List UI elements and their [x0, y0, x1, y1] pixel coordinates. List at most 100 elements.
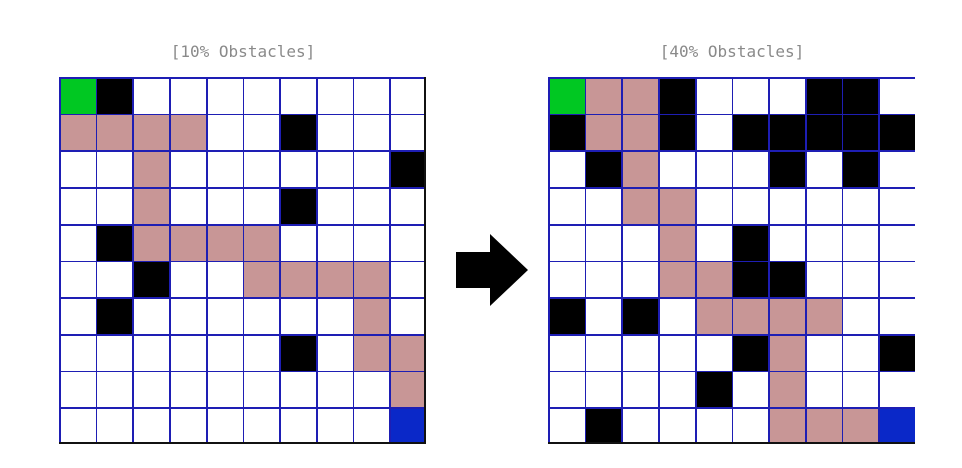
- empty-cell: [317, 335, 353, 371]
- empty-cell: [244, 78, 280, 114]
- empty-cell: [207, 372, 243, 408]
- path-cell: [134, 225, 170, 261]
- empty-cell: [733, 372, 769, 408]
- empty-cell: [391, 298, 426, 334]
- obstacle-cell: [733, 262, 769, 298]
- obstacle-cell: [586, 152, 622, 188]
- empty-cell: [207, 298, 243, 334]
- empty-cell: [391, 262, 426, 298]
- empty-cell: [244, 298, 280, 334]
- empty-cell: [769, 78, 805, 114]
- empty-cell: [880, 298, 915, 334]
- path-cell: [244, 225, 280, 261]
- obstacle-cell: [806, 115, 842, 151]
- grid-40-percent-obstacles: [548, 77, 915, 444]
- empty-cell: [354, 115, 390, 151]
- path-cell: [244, 262, 280, 298]
- goal-cell: [391, 409, 426, 444]
- empty-cell: [244, 409, 280, 444]
- path-cell: [354, 335, 390, 371]
- start-cell: [60, 78, 96, 114]
- path-cell: [97, 115, 133, 151]
- empty-cell: [60, 225, 96, 261]
- path-cell: [806, 298, 842, 334]
- empty-cell: [280, 225, 316, 261]
- empty-cell: [170, 372, 206, 408]
- empty-cell: [280, 372, 316, 408]
- obstacle-cell: [843, 78, 879, 114]
- empty-cell: [696, 188, 732, 224]
- empty-cell: [806, 335, 842, 371]
- empty-cell: [280, 298, 316, 334]
- empty-cell: [244, 152, 280, 188]
- obstacle-cell: [769, 152, 805, 188]
- empty-cell: [354, 372, 390, 408]
- empty-cell: [391, 115, 426, 151]
- empty-cell: [659, 152, 695, 188]
- empty-cell: [97, 409, 133, 444]
- empty-cell: [97, 188, 133, 224]
- empty-cell: [623, 372, 659, 408]
- obstacle-cell: [97, 78, 133, 114]
- empty-cell: [244, 115, 280, 151]
- empty-cell: [207, 152, 243, 188]
- empty-cell: [60, 298, 96, 334]
- empty-cell: [391, 78, 426, 114]
- empty-cell: [733, 188, 769, 224]
- empty-cell: [659, 298, 695, 334]
- obstacle-cell: [696, 372, 732, 408]
- empty-cell: [696, 115, 732, 151]
- path-cell: [354, 298, 390, 334]
- obstacle-cell: [806, 78, 842, 114]
- empty-cell: [733, 78, 769, 114]
- path-cell: [170, 115, 206, 151]
- path-cell: [170, 225, 206, 261]
- obstacle-cell: [280, 335, 316, 371]
- empty-cell: [134, 335, 170, 371]
- empty-cell: [696, 409, 732, 444]
- empty-cell: [623, 409, 659, 444]
- empty-cell: [880, 372, 915, 408]
- empty-cell: [280, 152, 316, 188]
- empty-cell: [843, 188, 879, 224]
- empty-cell: [60, 152, 96, 188]
- empty-cell: [134, 372, 170, 408]
- empty-cell: [586, 298, 622, 334]
- empty-cell: [170, 262, 206, 298]
- obstacle-cell: [549, 298, 585, 334]
- empty-cell: [170, 152, 206, 188]
- path-cell: [659, 262, 695, 298]
- path-cell: [696, 262, 732, 298]
- empty-cell: [659, 372, 695, 408]
- obstacle-cell: [769, 115, 805, 151]
- empty-cell: [317, 298, 353, 334]
- empty-cell: [880, 188, 915, 224]
- empty-cell: [806, 225, 842, 261]
- right-arrow-icon: [456, 234, 528, 306]
- empty-cell: [170, 298, 206, 334]
- path-cell: [623, 115, 659, 151]
- path-cell: [733, 298, 769, 334]
- path-cell: [659, 188, 695, 224]
- empty-cell: [586, 188, 622, 224]
- obstacle-cell: [769, 262, 805, 298]
- empty-cell: [134, 78, 170, 114]
- empty-cell: [170, 409, 206, 444]
- path-cell: [354, 262, 390, 298]
- empty-cell: [60, 409, 96, 444]
- grid-right-edge: [424, 77, 426, 444]
- empty-cell: [880, 225, 915, 261]
- empty-cell: [134, 298, 170, 334]
- empty-cell: [97, 335, 133, 371]
- empty-cell: [354, 225, 390, 261]
- empty-cell: [806, 372, 842, 408]
- empty-cell: [806, 262, 842, 298]
- obstacle-cell: [391, 152, 426, 188]
- empty-cell: [97, 262, 133, 298]
- empty-cell: [843, 335, 879, 371]
- empty-cell: [60, 188, 96, 224]
- empty-cell: [659, 335, 695, 371]
- path-cell: [769, 335, 805, 371]
- empty-cell: [207, 335, 243, 371]
- obstacle-cell: [733, 335, 769, 371]
